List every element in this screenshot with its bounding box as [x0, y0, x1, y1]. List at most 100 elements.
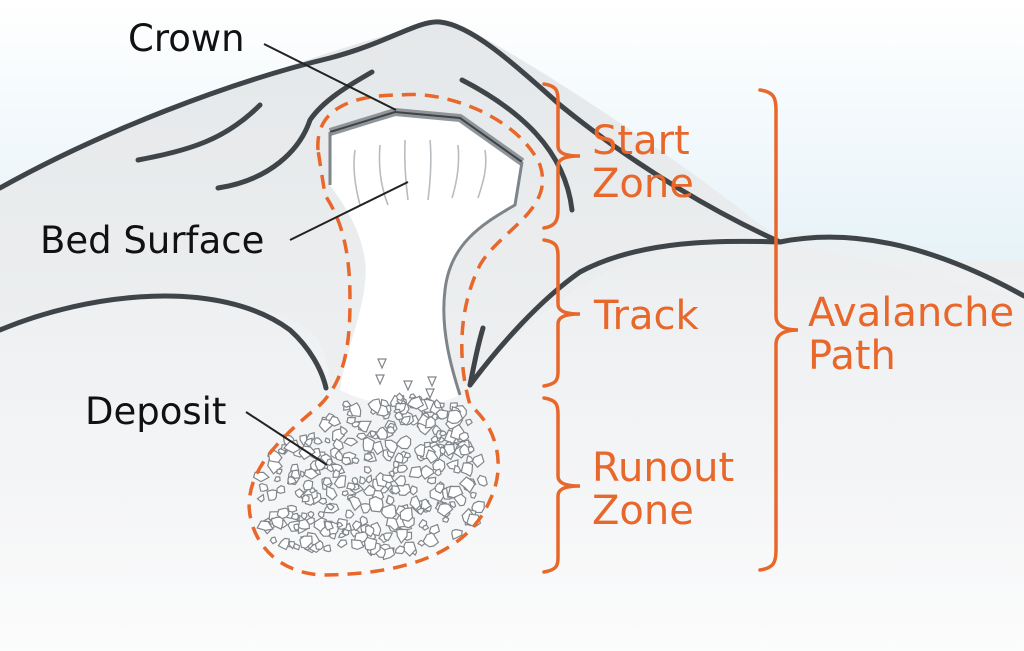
debris-chunk — [403, 380, 413, 392]
debris-chunk — [368, 495, 384, 513]
debris-chunk — [267, 449, 283, 464]
leader-lines — [245, 43, 409, 466]
debris-chunk — [341, 456, 352, 466]
debris-chunk — [363, 453, 374, 462]
debris-chunk — [434, 468, 442, 477]
debris-chunk — [300, 512, 308, 521]
debris-chunk — [367, 398, 382, 415]
debris-chunk — [443, 443, 456, 457]
debris-chunk — [417, 539, 426, 547]
debris-chunk — [430, 435, 439, 443]
debris-chunk — [426, 476, 437, 485]
debris-chunk — [341, 400, 352, 408]
debris-chunk — [302, 479, 314, 491]
start-zone-label-line2: Zone — [592, 161, 694, 207]
debris-chunk — [458, 431, 470, 442]
debris-chunk — [439, 430, 448, 437]
debris-chunk — [393, 475, 407, 487]
debris-chunk — [343, 437, 359, 447]
debris-chunk — [471, 500, 485, 514]
debris-chunk — [414, 443, 426, 458]
debris-chunk — [336, 539, 348, 549]
debris-chunk — [425, 449, 439, 465]
debris-chunk — [394, 452, 404, 464]
debris-chunk — [427, 376, 437, 388]
debris-chunk — [433, 398, 442, 409]
debris-chunk — [256, 493, 265, 503]
debris-chunk — [333, 474, 347, 489]
debris-chunk — [325, 485, 338, 501]
debris-chunk — [391, 485, 401, 495]
lower-ridge-fill — [0, 231, 1024, 651]
debris-chunk — [276, 485, 286, 494]
debris-chunk — [451, 528, 463, 541]
debris-chunk — [386, 494, 395, 506]
debris-chunk — [399, 507, 414, 522]
debris-chunk — [424, 415, 437, 429]
debris-chunk — [359, 515, 369, 527]
track-edge-right — [467, 325, 486, 388]
debris-chunk — [384, 439, 398, 454]
debris-chunk — [416, 507, 424, 516]
zone-brackets — [542, 82, 799, 574]
track-bracket — [542, 238, 581, 388]
debris-chunk — [408, 393, 417, 399]
debris-chunk — [401, 541, 417, 557]
runout-zone-label-line2: Zone — [592, 488, 694, 534]
debris-chunk — [448, 501, 457, 509]
debris-chunk — [447, 485, 464, 499]
debris-chunk — [287, 475, 298, 485]
debris-chunk — [458, 443, 472, 456]
debris-chunk — [258, 482, 269, 492]
crown-label: Crown — [128, 17, 245, 60]
main-ridge-line — [0, 19, 783, 245]
debris-chunk — [351, 457, 360, 465]
debris-chunk — [339, 425, 348, 436]
debris-chunk — [290, 512, 300, 521]
runout-zone-bracket — [542, 396, 581, 574]
debris-chunk — [421, 524, 430, 531]
deposit-label: Deposit — [85, 390, 226, 433]
debris-chunk — [351, 476, 359, 485]
debris-chunk — [288, 541, 296, 550]
debris-chunk — [342, 528, 350, 536]
avalanche-path-label-line1: Avalanche — [808, 290, 1014, 336]
debris-chunk — [327, 415, 342, 427]
debris-chunk — [355, 432, 368, 441]
debris-chunk — [293, 543, 301, 551]
debris-chunk — [409, 495, 421, 511]
debris-chunk — [299, 470, 305, 478]
debris-chunk — [381, 474, 395, 484]
debris-chunk — [269, 536, 278, 545]
avalanche-path-label-line2: Path — [808, 333, 896, 379]
debris-chunk — [386, 426, 396, 434]
debris-chunk — [351, 520, 362, 532]
debris-chunk — [358, 475, 367, 485]
debris-chunk — [350, 539, 365, 551]
debris-chunk — [294, 488, 305, 499]
debris-chunk — [301, 494, 310, 503]
debris-chunk — [428, 523, 441, 535]
debris-chunk — [394, 545, 406, 555]
debris-chunk — [303, 468, 320, 480]
debris-chunk — [458, 476, 476, 494]
start-zone-bracket — [542, 82, 581, 230]
debris-chunk — [334, 449, 344, 462]
debris-chunk — [337, 532, 347, 539]
debris-chunk — [369, 430, 377, 438]
debris-chunk — [324, 437, 331, 444]
bed-surface-streaks — [353, 139, 487, 206]
debris-chunk — [465, 418, 473, 427]
debris-chunk — [403, 451, 412, 459]
right-ridge-line — [777, 234, 1024, 299]
debris-chunk — [395, 392, 405, 402]
avalanche-outline-dashed — [247, 92, 545, 577]
debris-chunk — [365, 474, 373, 484]
debris-chunk — [341, 490, 349, 497]
debris-chunk — [460, 462, 474, 478]
bed-surface-area — [330, 112, 522, 406]
debris-chunk — [442, 516, 450, 523]
debris-chunk — [388, 470, 395, 478]
